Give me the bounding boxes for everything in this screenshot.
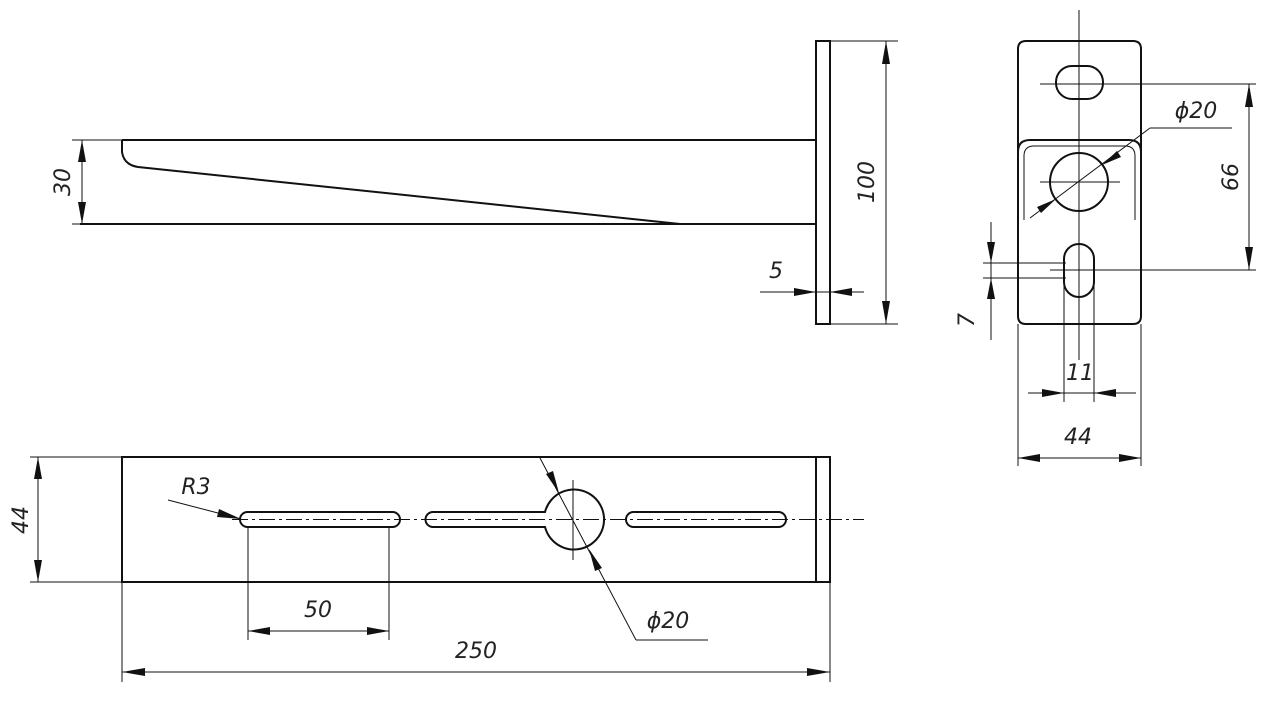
dim-end-dia-arrow-2 <box>1102 151 1121 165</box>
dim-30-text: 30 <box>51 168 76 196</box>
dim-end-dia-arrow-1 <box>1037 199 1056 213</box>
dim-7-text: 7 <box>955 313 980 327</box>
dim-100-arrow-top <box>882 41 890 64</box>
top-view: 44 R3 50 ϕ20 250 <box>9 456 864 682</box>
dim-top-dia-arrow-1 <box>546 471 559 493</box>
dim-top-dia-arrow-2 <box>589 549 602 571</box>
dim-end-dia-text: ϕ20 <box>1175 99 1218 124</box>
dim-7-arrow-bottom <box>987 278 995 299</box>
side-arm-outline <box>80 139 815 225</box>
dim-66-arrow-bottom <box>1245 247 1253 270</box>
end-plate-outline <box>1017 40 1142 325</box>
dim-11-arrow-left <box>1042 389 1064 397</box>
dim-end-44-arrow-right <box>1119 454 1141 462</box>
dim-50-arrow-left <box>248 627 270 635</box>
dim-66-text: 66 <box>1219 163 1244 191</box>
dim-top-44-arrow-top <box>34 457 42 479</box>
dim-11-arrow-right <box>1094 389 1116 397</box>
side-view: 30 100 5 <box>51 40 898 325</box>
dim-r3-text: R3 <box>181 475 210 500</box>
dim-250-arrow-left <box>122 668 145 676</box>
dim-5-arrow-left <box>794 288 816 296</box>
dim-top-44-arrow-bottom <box>34 560 42 582</box>
dim-top-dia-text: ϕ20 <box>647 609 690 634</box>
dim-50-text: 50 <box>304 598 332 623</box>
dim-30-arrow-bottom <box>78 202 86 224</box>
dim-11-text: 11 <box>1066 361 1094 386</box>
top-keyhole-slot <box>424 488 606 551</box>
dim-end-44-text: 44 <box>1064 425 1092 450</box>
dim-5-arrow-right <box>830 288 852 296</box>
dim-100-arrow-bottom <box>882 301 890 324</box>
dim-30-arrow-top <box>78 140 86 162</box>
dim-50-arrow-right <box>367 627 389 635</box>
dim-5-text: 5 <box>769 259 783 284</box>
dim-100-text: 100 <box>855 161 880 203</box>
dim-top-44-text: 44 <box>9 506 34 534</box>
dim-250-arrow-right <box>807 668 830 676</box>
side-plate <box>815 40 831 325</box>
dim-66-arrow-top <box>1245 84 1253 107</box>
end-view: ϕ20 66 7 11 44 <box>955 10 1256 466</box>
dim-r3-arrow <box>217 509 241 519</box>
dim-250-text: 250 <box>455 639 497 664</box>
dim-7-arrow-top <box>987 242 995 263</box>
dim-end-44-arrow-left <box>1018 454 1040 462</box>
